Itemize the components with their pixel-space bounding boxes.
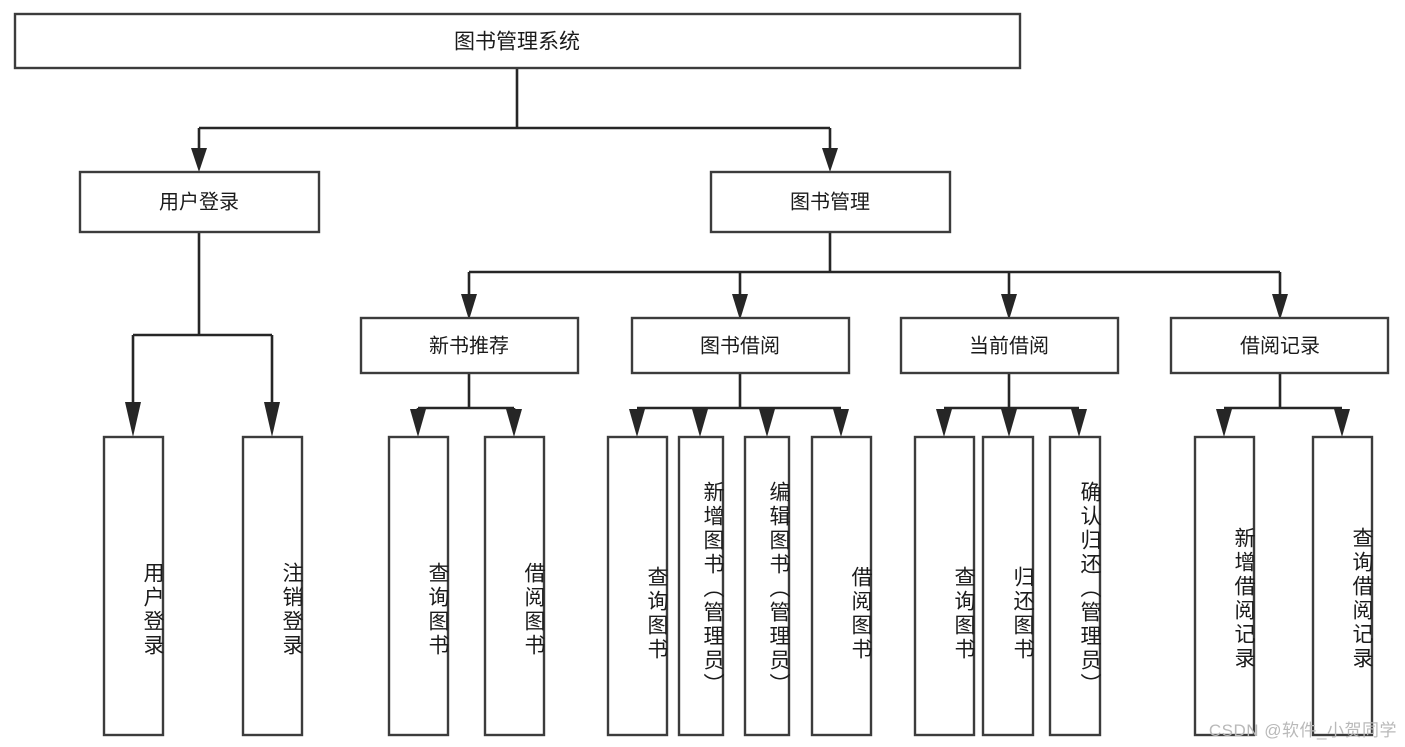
node-root-box[interactable] — [13, 12, 1022, 70]
node-new-book-recommend[interactable]: 新书推荐 — [359, 316, 580, 375]
leaf-box-book-borrow-3[interactable] — [743, 435, 791, 737]
arrow-leaf-book-borrow-4 — [833, 409, 849, 437]
node-root-label: 图书管理系统 — [454, 31, 580, 54]
arrow-leaf-new-book-1 — [410, 409, 426, 437]
node-borrow-record-label: 借阅记录 — [1240, 334, 1320, 357]
arrow-to-borrow-record — [1272, 294, 1288, 320]
arrow-leaf-borrow-record-1 — [1216, 409, 1232, 437]
leaf-box-user-login-1[interactable] — [102, 435, 165, 737]
leaf-box-new-book-1[interactable] — [387, 435, 450, 737]
arrow-to-current-borrow — [1001, 294, 1017, 320]
leaf-box-book-borrow-4[interactable] — [810, 435, 873, 737]
arrow-leaf-borrow-record-2 — [1334, 409, 1350, 437]
node-borrow-record[interactable]: 借阅记录 — [1169, 316, 1390, 375]
leaf-box-current-borrow-1[interactable] — [913, 435, 976, 737]
leaf-box-book-borrow-1[interactable] — [606, 435, 669, 737]
leaf-box-borrow-record-2[interactable] — [1311, 435, 1374, 737]
leaf-box-user-login-2[interactable] — [241, 435, 304, 737]
arrow-leaf-current-borrow-2 — [1001, 409, 1017, 437]
arrow-to-user-login — [191, 148, 207, 172]
leaf-box-book-borrow-2[interactable] — [677, 435, 725, 737]
node-book-manage-label: 图书管理 — [790, 190, 870, 213]
node-new-book-recommend-label: 新书推荐 — [429, 334, 509, 357]
arrow-leaf-book-borrow-3 — [759, 409, 775, 437]
node-current-borrow-box[interactable] — [899, 316, 1120, 375]
node-book-borrow-label: 图书借阅 — [700, 334, 780, 357]
node-book-manage[interactable]: 图书管理 — [709, 170, 952, 234]
leaf-box-current-borrow-2[interactable] — [981, 435, 1035, 737]
arrow-to-book-borrow — [732, 294, 748, 320]
node-root[interactable]: 图书管理系统 — [13, 12, 1022, 70]
arrow-leaf-user-login-1 — [125, 402, 141, 437]
node-new-book-recommend-box[interactable] — [359, 316, 580, 375]
node-current-borrow-label: 当前借阅 — [969, 334, 1049, 357]
node-user-login[interactable]: 用户登录 — [78, 170, 321, 234]
node-book-borrow-box[interactable] — [630, 316, 851, 375]
arrow-to-book-manage — [822, 148, 838, 172]
node-user-login-label: 用户登录 — [159, 190, 239, 213]
arrow-leaf-book-borrow-2 — [692, 409, 708, 437]
node-book-borrow[interactable]: 图书借阅 — [630, 316, 851, 375]
connector-layer — [125, 68, 1350, 437]
watermark-text: CSDN @软件_小贺同学 — [1208, 721, 1397, 740]
node-user-login-box[interactable] — [78, 170, 321, 234]
leaf-box-new-book-2[interactable] — [483, 435, 546, 737]
arrow-leaf-new-book-2 — [506, 409, 522, 437]
arrow-leaf-current-borrow-3 — [1071, 409, 1087, 437]
node-book-manage-box[interactable] — [709, 170, 952, 234]
arrow-leaf-user-login-2 — [264, 402, 280, 437]
arrow-to-new-book — [461, 294, 477, 320]
arrow-leaf-book-borrow-1 — [629, 409, 645, 437]
node-borrow-record-box[interactable] — [1169, 316, 1390, 375]
leaf-box-current-borrow-3[interactable] — [1048, 435, 1102, 737]
node-current-borrow[interactable]: 当前借阅 — [899, 316, 1120, 375]
leaf-box-borrow-record-1[interactable] — [1193, 435, 1256, 737]
arrow-leaf-current-borrow-1 — [936, 409, 952, 437]
